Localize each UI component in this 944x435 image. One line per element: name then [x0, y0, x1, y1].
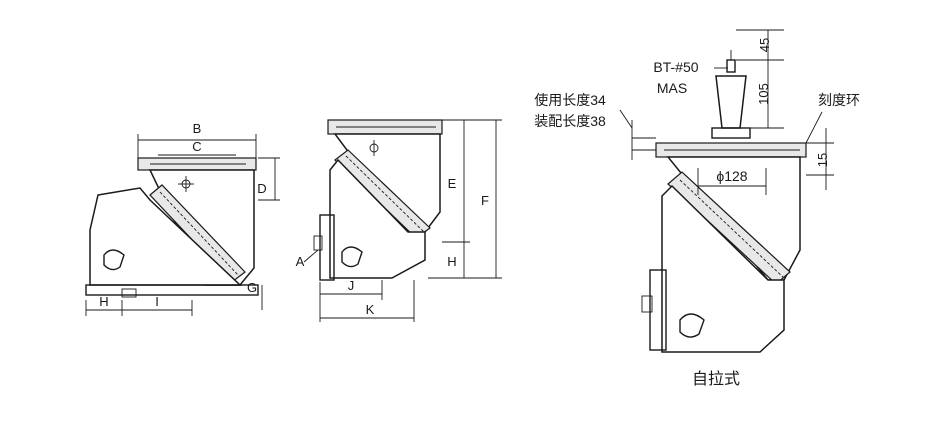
dial-ring-label: 刻度环 — [818, 92, 860, 108]
label-K: K — [366, 302, 375, 317]
middle-window-slot — [341, 246, 363, 268]
dim-45: 45 — [757, 38, 772, 52]
label-B: B — [193, 121, 202, 136]
right-side-block — [649, 269, 667, 351]
caption: 自拉式 — [692, 370, 740, 388]
label-C: C — [192, 139, 201, 154]
dim-diameter: ϕ128 — [716, 168, 747, 184]
right-lower-body — [661, 184, 785, 353]
right-view: BT-#50 MAS 使用长度34 装配长度38 刻度环 45 105 15 ϕ… — [534, 29, 860, 388]
assembly-length-label: 装配长度38 — [534, 113, 606, 129]
label-H-middle: H — [447, 254, 456, 269]
right-angled-spindle-band — [667, 171, 791, 285]
dim-15: 15 — [815, 153, 830, 167]
pull-stud — [726, 59, 736, 73]
label-F: F — [481, 193, 489, 208]
middle-side-block — [319, 214, 335, 281]
label-H: H — [99, 294, 108, 309]
dim-105: 105 — [756, 83, 771, 105]
left-window-slot — [103, 249, 125, 271]
right-window-slot — [679, 313, 705, 338]
spec-line2: MAS — [657, 80, 687, 96]
middle-view: E F H A J K — [296, 119, 502, 322]
label-I: I — [155, 294, 159, 309]
use-length-label: 使用长度34 — [534, 92, 606, 108]
middle-lower-body — [329, 158, 426, 279]
label-D: D — [257, 181, 266, 196]
tool-holder-flange — [711, 127, 751, 139]
tool-holder-taper — [715, 75, 747, 129]
label-A: A — [296, 254, 305, 269]
left-view: B C D G H I — [85, 121, 280, 316]
spec-line1: BT-#50 — [653, 59, 698, 75]
label-G: G — [247, 280, 257, 295]
label-E: E — [448, 176, 457, 191]
label-J: J — [348, 278, 355, 293]
left-base-plate — [85, 284, 259, 296]
